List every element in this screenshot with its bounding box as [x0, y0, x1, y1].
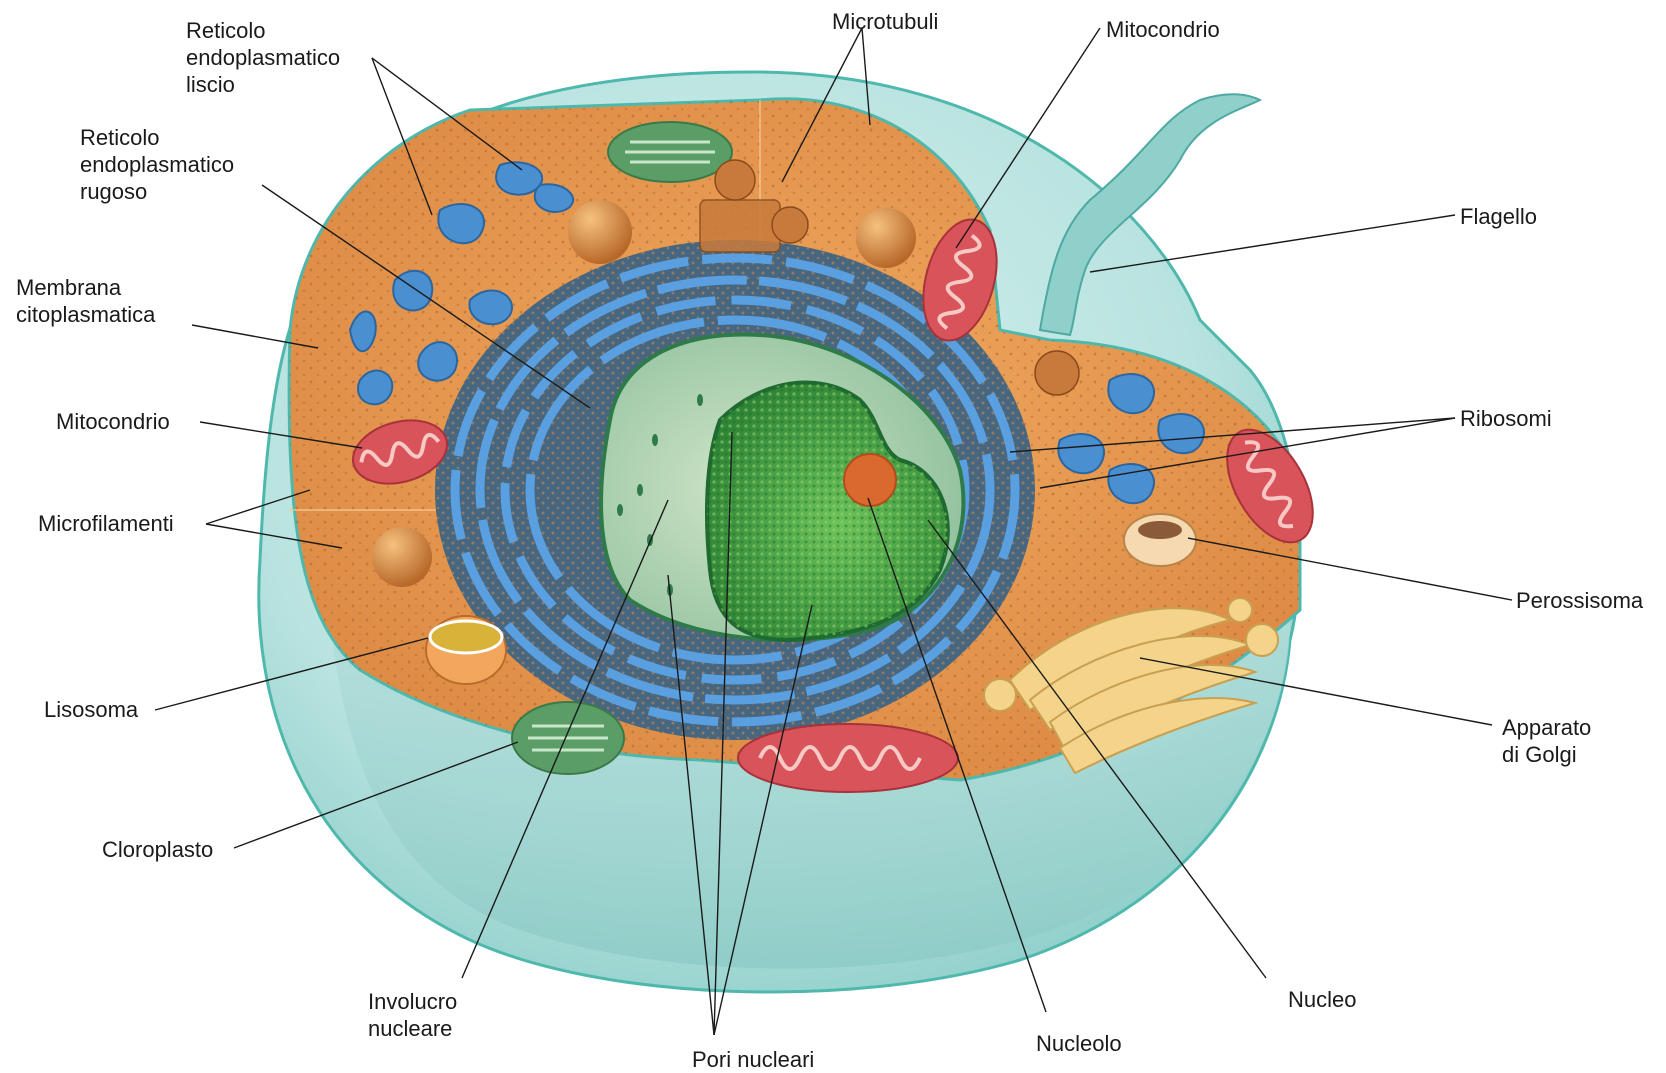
lysosome [426, 616, 506, 684]
label-smooth-er: Reticolo endoplasmatico liscio [186, 17, 340, 98]
label-nucleus: Nucleo [1288, 986, 1356, 1013]
label-lysosome: Lisosoma [44, 696, 138, 723]
label-peroxisome: Perossisoma [1516, 587, 1643, 614]
label-nucleolus: Nucleolo [1036, 1030, 1122, 1057]
label-nuclear-pores: Pori nucleari [692, 1046, 814, 1073]
label-microfilaments: Microfilamenti [38, 510, 174, 537]
label-mitochondrion-top: Mitocondrio [1106, 16, 1220, 43]
label-mitochondrion-left: Mitocondrio [56, 408, 170, 435]
peroxisome [1124, 514, 1196, 566]
label-ribosomes: Ribosomi [1460, 405, 1552, 432]
label-nuclear-envelope: Involucro nucleare [368, 988, 457, 1042]
nucleolus [844, 454, 896, 506]
label-chloroplast: Cloroplasto [102, 836, 213, 863]
label-flagellum: Flagello [1460, 203, 1537, 230]
label-golgi: Apparato di Golgi [1502, 714, 1591, 768]
label-microtubules: Microtubuli [832, 8, 938, 35]
chloroplast-bottom [512, 702, 624, 774]
chloroplast-top [608, 122, 732, 182]
label-plasma-membrane: Membrana citoplasmatica [16, 274, 155, 328]
label-rough-er: Reticolo endoplasmatico rugoso [80, 124, 234, 205]
